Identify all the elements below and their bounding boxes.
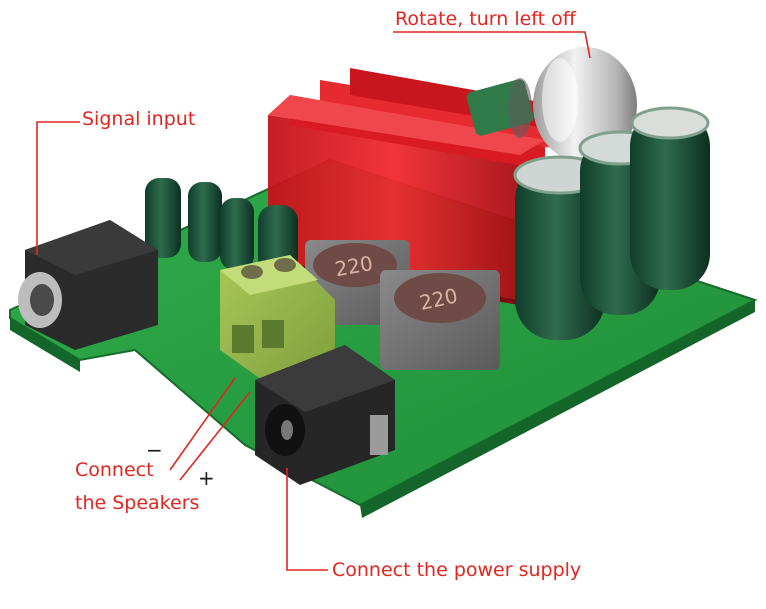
leader-lines <box>36 31 591 571</box>
power-leader-line <box>286 468 328 571</box>
power-supply-label: Connect the power supply <box>332 559 582 581</box>
knob-label: Rotate, turn left off <box>395 8 576 30</box>
knob-leader-line <box>393 31 591 59</box>
plus-sign: + <box>198 466 215 490</box>
speaker-terminal <box>220 255 335 382</box>
signal-leader-line <box>36 121 80 255</box>
signal-input-label: Signal input <box>82 108 196 130</box>
speakers-label-line2: the Speakers <box>75 492 200 514</box>
speaker-minus-leader-line <box>169 377 236 471</box>
speaker-plus-leader-line <box>179 391 251 481</box>
dc-power-jack <box>255 345 395 485</box>
large-capacitors <box>513 106 710 340</box>
speakers-label-line1: Connect <box>75 459 154 481</box>
minus-sign: − <box>146 438 163 462</box>
audio-jack <box>18 220 158 350</box>
